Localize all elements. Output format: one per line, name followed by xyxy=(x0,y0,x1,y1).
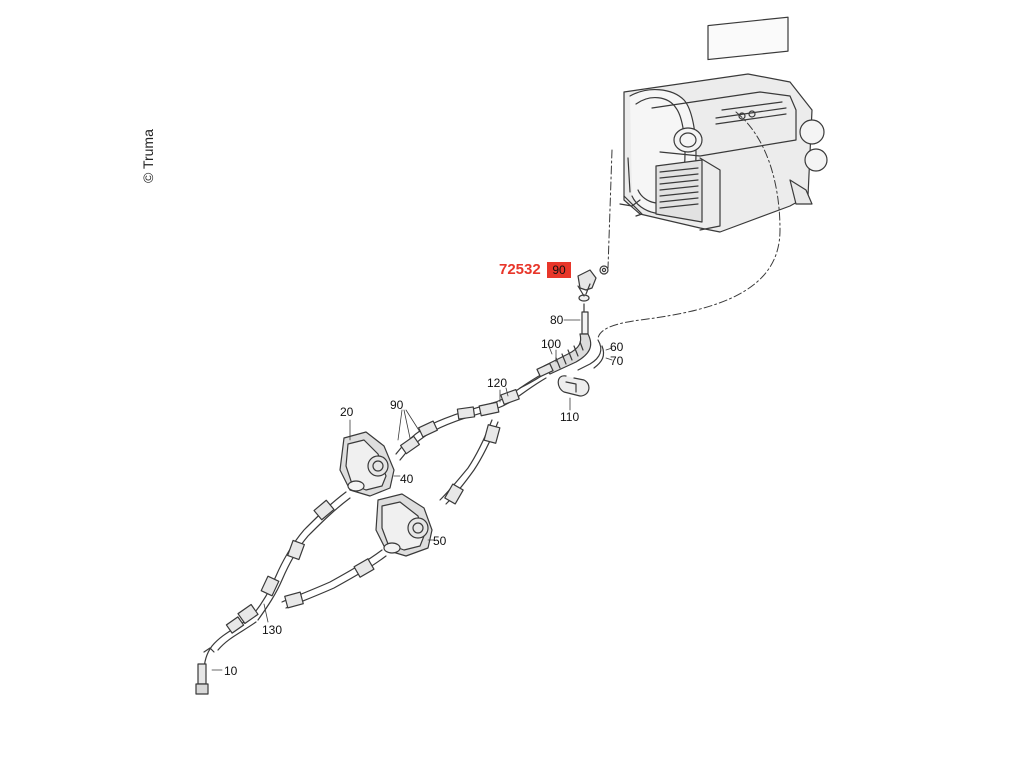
harness-side-branch xyxy=(439,419,501,505)
tube-80 xyxy=(563,311,589,335)
callout-120: 120 xyxy=(487,376,508,390)
callout-50: 50 xyxy=(433,534,447,548)
callout-100: 100 xyxy=(541,337,562,351)
sensor-10 xyxy=(195,647,223,695)
callout-60: 60 xyxy=(610,340,624,354)
outlet-unit-50 xyxy=(375,493,435,557)
harness-upper xyxy=(395,362,554,461)
callout-130: 130 xyxy=(262,623,283,637)
harness-lower xyxy=(203,491,387,673)
heater-unit xyxy=(619,16,828,233)
leader-lines xyxy=(505,343,553,397)
pipes-60-70 xyxy=(577,339,613,371)
callout-90: 90 xyxy=(390,398,404,412)
callout-40: 40 xyxy=(400,472,414,486)
callout-20: 20 xyxy=(340,405,354,419)
callout-70: 70 xyxy=(610,354,624,368)
elbow-fitting-90 xyxy=(577,265,609,317)
highlighted-position-badge[interactable]: 90 xyxy=(547,262,571,278)
outlet-unit-20-40 xyxy=(339,419,401,497)
callout-110: 110 xyxy=(560,410,580,424)
callout-80: 80 xyxy=(550,313,564,327)
copyright-label: © Truma xyxy=(140,129,156,183)
highlighted-part-number[interactable]: 72532 xyxy=(499,261,541,278)
callout-10: 10 xyxy=(224,664,238,678)
clamp-110 xyxy=(557,375,590,411)
connection-lines xyxy=(597,111,781,339)
